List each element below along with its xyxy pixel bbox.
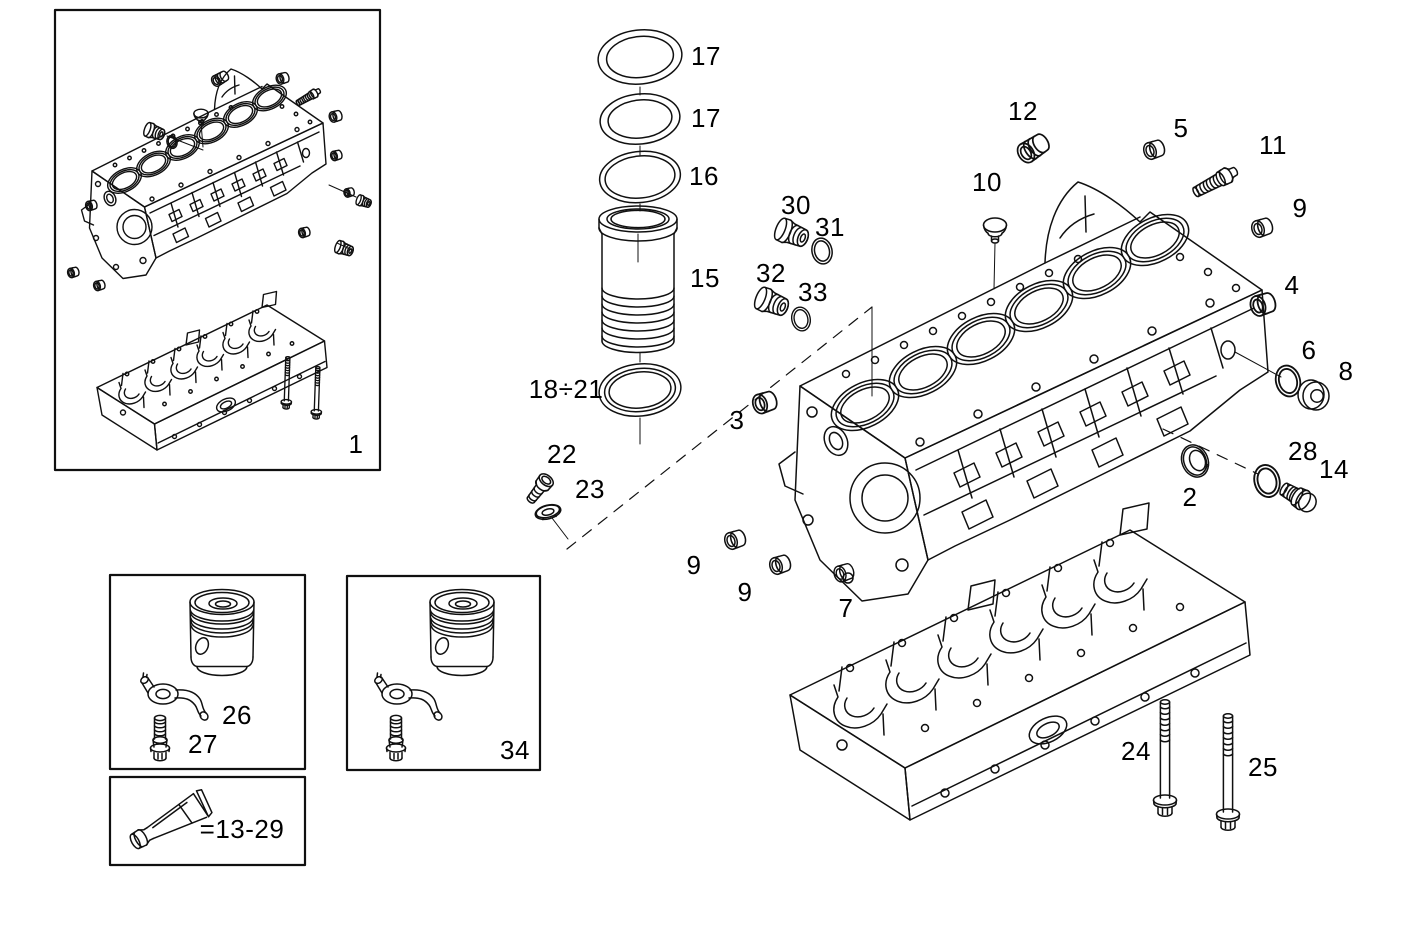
small-cylinder-block-drawing bbox=[80, 68, 327, 280]
plug-9b-icon bbox=[766, 552, 794, 577]
liner-kit-group bbox=[597, 29, 683, 445]
plug-5-icon bbox=[1140, 137, 1168, 162]
cylinder-liner-icon bbox=[598, 205, 678, 354]
oring-33-icon bbox=[788, 304, 814, 334]
oil-jet-34-icon bbox=[372, 672, 445, 723]
hex-plug-14-icon bbox=[1275, 477, 1321, 517]
socket-plug-8-icon bbox=[1297, 379, 1330, 411]
plug-32-icon bbox=[751, 284, 793, 321]
sealant-tube-icon bbox=[124, 787, 216, 857]
seal-ring-16-icon bbox=[598, 150, 682, 204]
main-cylinder-block-drawing bbox=[778, 181, 1269, 602]
stud-11-icon bbox=[1189, 162, 1242, 201]
oring-28-icon bbox=[1249, 461, 1285, 501]
seal-ring-17b-icon bbox=[599, 93, 681, 145]
leader-lines bbox=[551, 242, 1282, 540]
plug-12-icon bbox=[1013, 129, 1054, 167]
small-bedplate-drawing bbox=[96, 290, 328, 451]
bolt-25-icon bbox=[1215, 713, 1241, 831]
reference-dashed-lines bbox=[566, 306, 1259, 550]
leader-lines-inset bbox=[166, 122, 357, 251]
button-plug-10-icon bbox=[982, 217, 1008, 244]
oil-jet-26-icon bbox=[138, 672, 211, 723]
plug-9-top-icon bbox=[1248, 215, 1276, 240]
screw-22-icon bbox=[522, 470, 557, 508]
inset-box-piston-kit-26 bbox=[108, 573, 307, 771]
main-bedplate-drawing bbox=[789, 502, 1251, 821]
plug-9a-icon bbox=[721, 527, 749, 552]
seal-ring-17a-icon bbox=[597, 29, 683, 85]
liner-axis-line bbox=[637, 86, 641, 445]
inset-box-block-assembly bbox=[53, 8, 382, 472]
plug-30-icon bbox=[771, 215, 813, 252]
shim-ring-18-21-icon bbox=[598, 363, 682, 417]
bush-2-icon bbox=[1176, 440, 1214, 482]
oring-31-icon bbox=[808, 235, 836, 267]
piston-26-icon bbox=[189, 588, 255, 677]
inset-box-sealant bbox=[108, 775, 307, 867]
plug-3-icon bbox=[749, 388, 780, 417]
oring-6-icon bbox=[1271, 361, 1305, 401]
piston-34-icon bbox=[429, 588, 495, 677]
bolt-24-icon bbox=[1152, 699, 1178, 817]
bolt-34-icon bbox=[385, 714, 407, 762]
washer-23-icon bbox=[532, 501, 564, 523]
inset-box-piston-kit-34 bbox=[345, 574, 542, 772]
bolt-27-icon bbox=[149, 714, 171, 762]
